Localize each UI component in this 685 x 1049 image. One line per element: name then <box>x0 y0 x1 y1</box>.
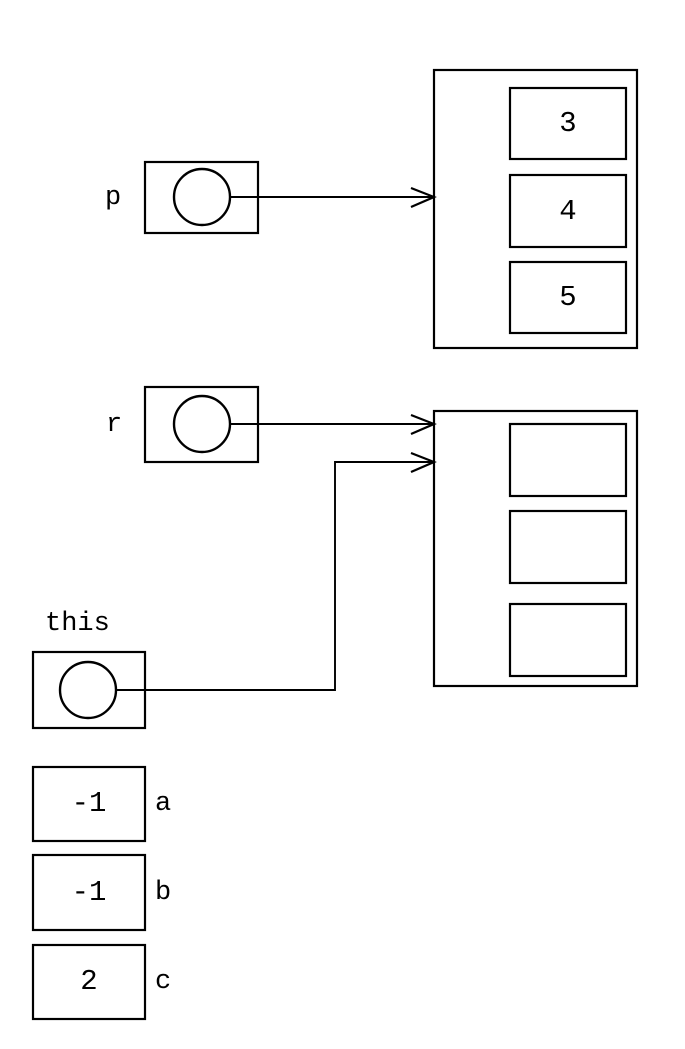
connector-r-to-node-2 <box>230 413 437 436</box>
variable-b-box[interactable] <box>31 853 147 932</box>
pointer-p-dot <box>172 167 232 227</box>
node-2-cell-2[interactable] <box>508 602 628 678</box>
variable-a-value: -1 <box>71 787 107 820</box>
pointer-p-label: p <box>105 183 122 213</box>
variable-a-label: a <box>155 789 172 819</box>
variable-a-box[interactable] <box>31 765 147 843</box>
node-2-container[interactable] <box>432 409 639 688</box>
node-1-cell-0-value: 3 <box>559 107 577 140</box>
node-1-cell-2[interactable] <box>508 260 628 335</box>
node-1-cell-2-value: 5 <box>559 281 577 314</box>
pointer-r-label: r <box>106 410 123 440</box>
variable-c-box[interactable] <box>31 943 147 1021</box>
variable-c-label: c <box>155 967 172 997</box>
node-2-cell-1[interactable] <box>508 509 628 585</box>
variable-c-value: 2 <box>80 965 98 998</box>
connector-p-to-node-1 <box>230 186 437 209</box>
node-1-cell-0[interactable] <box>508 86 628 161</box>
variable-b-label: b <box>155 878 172 908</box>
node-1-cell-1-value: 4 <box>559 195 577 228</box>
pointer-this-dot <box>58 660 118 720</box>
node-1-cell-1[interactable] <box>508 173 628 249</box>
node-2-cell-0[interactable] <box>508 422 628 498</box>
pointer-r-dot <box>172 394 232 454</box>
node-1-container[interactable] <box>432 68 639 350</box>
variable-b-value: -1 <box>71 876 107 909</box>
pointer-this-label: this <box>45 609 110 639</box>
connector-this-to-node-2 <box>116 451 437 691</box>
